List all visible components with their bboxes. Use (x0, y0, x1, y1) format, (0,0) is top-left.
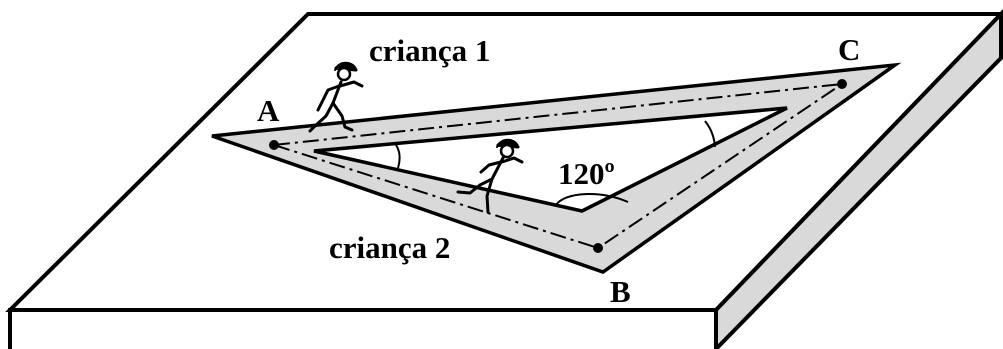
label-child-2: criança 2 (329, 230, 450, 265)
label-angle: 120º (558, 156, 615, 191)
label-vertex-b: B (610, 274, 631, 309)
child-2-figure (456, 138, 524, 214)
child-1-figure (308, 61, 364, 133)
angle-arc-a (395, 144, 401, 169)
label-child-1: criança 1 (369, 33, 490, 68)
vertex-point-a (269, 140, 279, 150)
vertex-point-c (837, 79, 847, 89)
platform-right-face (714, 9, 1003, 349)
triangle-track (211, 62, 902, 274)
vertex-point-b (593, 243, 603, 253)
platform-front-face (8, 308, 718, 349)
angle-arc-b (555, 193, 629, 206)
label-vertex-a: A (257, 93, 280, 128)
label-vertex-c: C (838, 32, 860, 67)
walking-route (273, 83, 843, 250)
angle-arc-c (704, 120, 716, 148)
